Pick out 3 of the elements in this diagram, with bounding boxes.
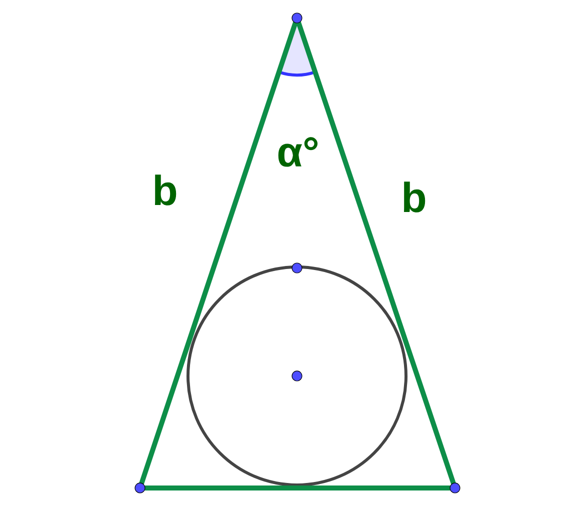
side-label: α°: [278, 137, 318, 167]
side-label: b: [404, 182, 426, 212]
side-label: b: [154, 174, 176, 206]
